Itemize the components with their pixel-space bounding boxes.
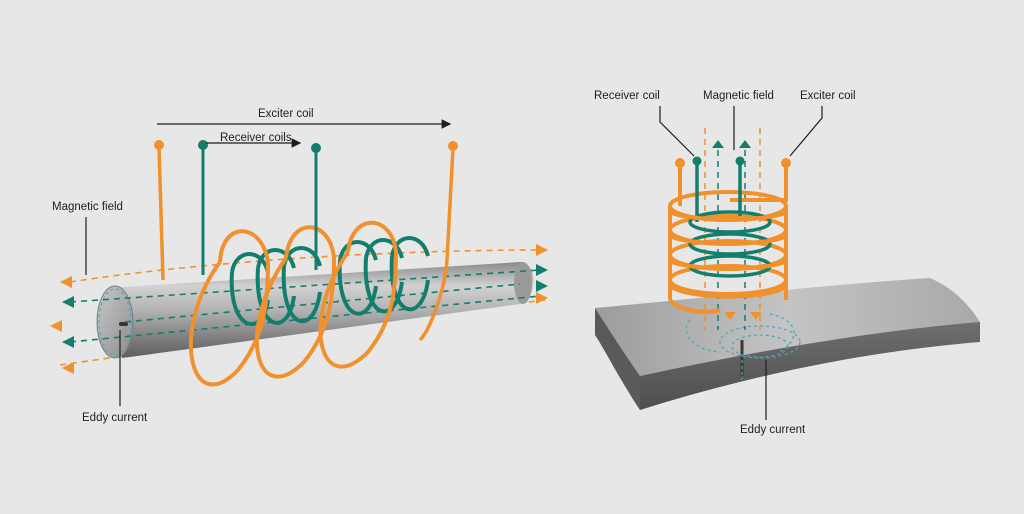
receiver-coil-leader xyxy=(659,106,695,157)
exciter-coil-leads xyxy=(157,146,455,342)
exciter-coils-front xyxy=(189,250,398,387)
field-arrow-up-2 xyxy=(739,140,751,148)
left-diagram xyxy=(50,119,548,406)
receiver-lead-terminal-2 xyxy=(311,143,321,153)
receiver-coil-label: Receiver coil xyxy=(594,90,660,102)
receiver-coil-leads xyxy=(201,147,318,275)
exciter-coil-front-turns xyxy=(668,210,788,314)
receiver-terminal-left xyxy=(692,156,702,166)
exciter-coil-label-right: Exciter coil xyxy=(800,90,856,102)
right-diagram xyxy=(595,106,980,420)
magnetic-field-label-right: Magnetic field xyxy=(703,90,774,102)
eddy-current-label-left: Eddy current xyxy=(82,412,148,424)
magnetic-field-label-left: Magnetic field xyxy=(52,201,123,213)
exciter-terminal-left xyxy=(675,158,685,168)
exciter-coil-leader xyxy=(789,106,823,157)
exciter-lead-terminal-1 xyxy=(154,140,164,150)
receiver-terminal-right xyxy=(735,156,745,166)
receiver-coils-front xyxy=(229,255,430,327)
exciter-lead-terminal-2 xyxy=(448,141,458,151)
receiver-coils-label: Receiver coils xyxy=(220,132,292,144)
receiver-lead-terminal-1 xyxy=(198,140,208,150)
field-arrows-left xyxy=(50,244,548,374)
receiver-coil-helix xyxy=(688,164,772,278)
metal-plate xyxy=(595,278,980,410)
field-arrow-down-2 xyxy=(750,312,762,320)
exciter-terminal-right xyxy=(781,158,791,168)
exciter-coil-label-left: Exciter coil xyxy=(258,108,314,120)
eddy-current-label-right: Eddy current xyxy=(740,424,806,436)
coils-back-left xyxy=(218,220,430,273)
field-arrow-down-1 xyxy=(724,312,736,320)
field-arrow-up-1 xyxy=(712,140,724,148)
